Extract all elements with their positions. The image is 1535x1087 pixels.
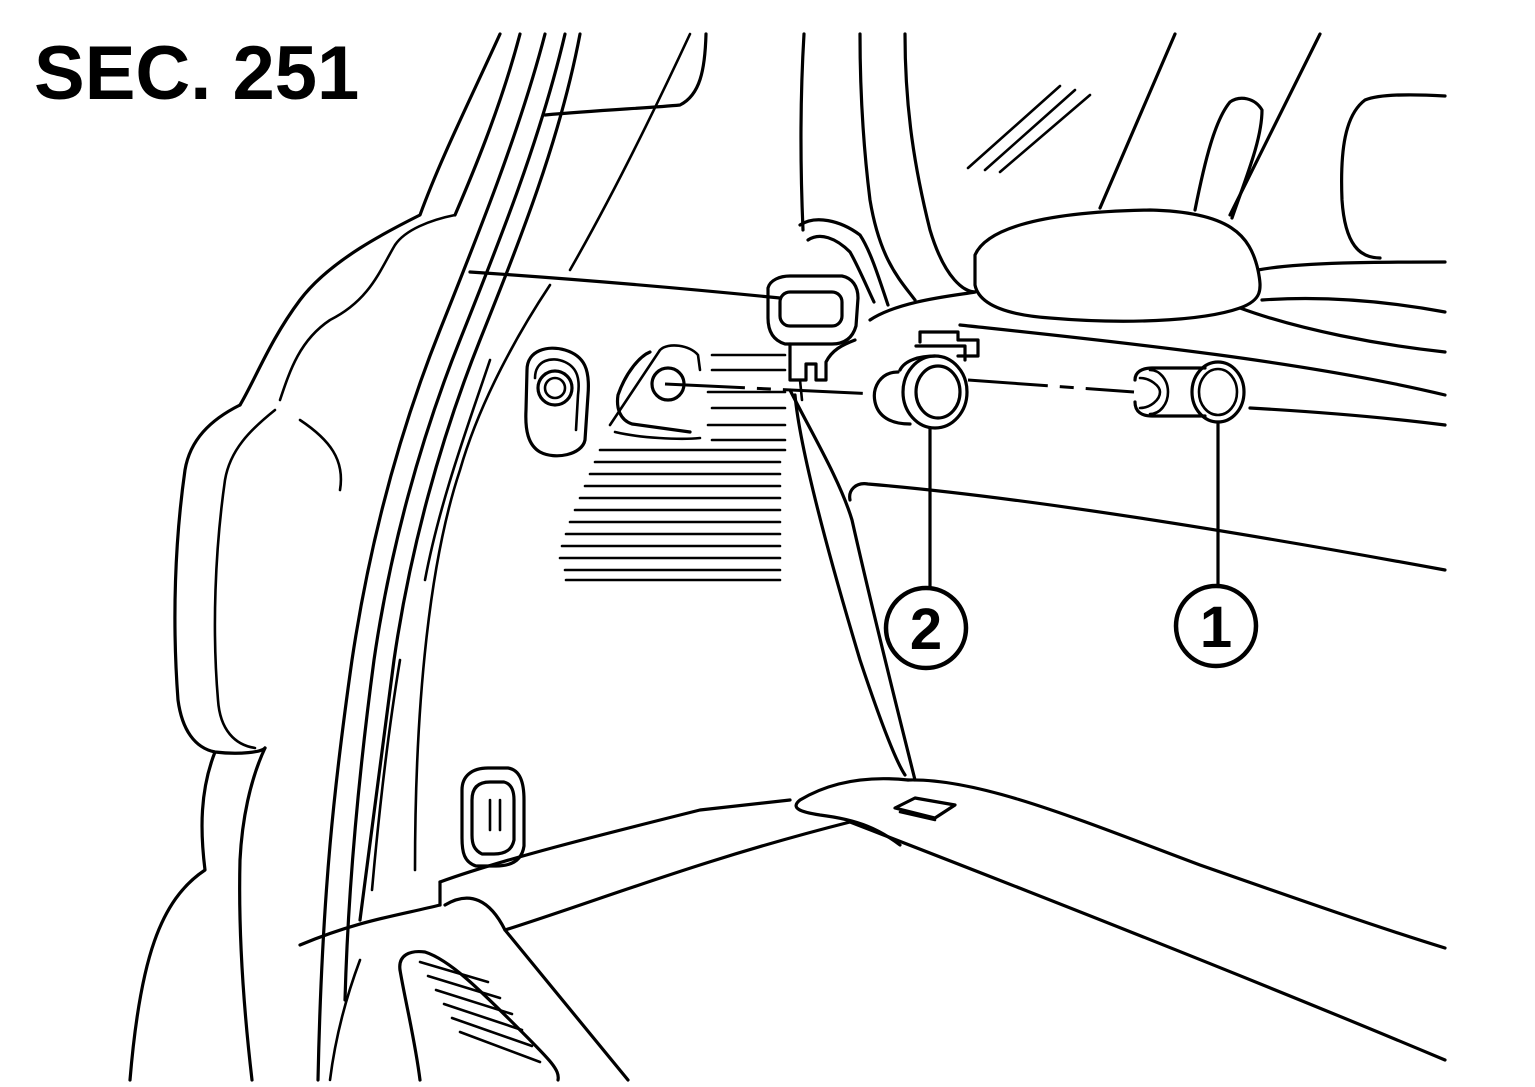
rear-pillar-trim (128, 32, 582, 1082)
side-hook-handle (460, 766, 526, 868)
window-glare-lines (966, 84, 1092, 174)
roof-trim (468, 32, 977, 302)
callout-2-label: 2 (910, 597, 942, 662)
part-2-anchor-cup (872, 330, 980, 430)
rear-seat (868, 32, 1447, 427)
leader-lines (928, 420, 1220, 599)
cargo-floor (298, 777, 1447, 1082)
callout-1: 1 (1173, 583, 1259, 669)
seat-belt-anchor (766, 218, 890, 402)
section-title: SEC. 251 (34, 31, 360, 116)
side-trim-panel (370, 283, 1447, 892)
callout-2: 2 (883, 585, 969, 671)
anchor-bolt-hole (524, 346, 591, 458)
installation-axis (615, 350, 1135, 434)
vent-grille (558, 344, 787, 582)
sill-plate (328, 949, 560, 1082)
part-1-cover-cap (1133, 360, 1246, 424)
floor-tie-down-hook (893, 796, 957, 822)
callout-1-label: 1 (1200, 595, 1232, 660)
